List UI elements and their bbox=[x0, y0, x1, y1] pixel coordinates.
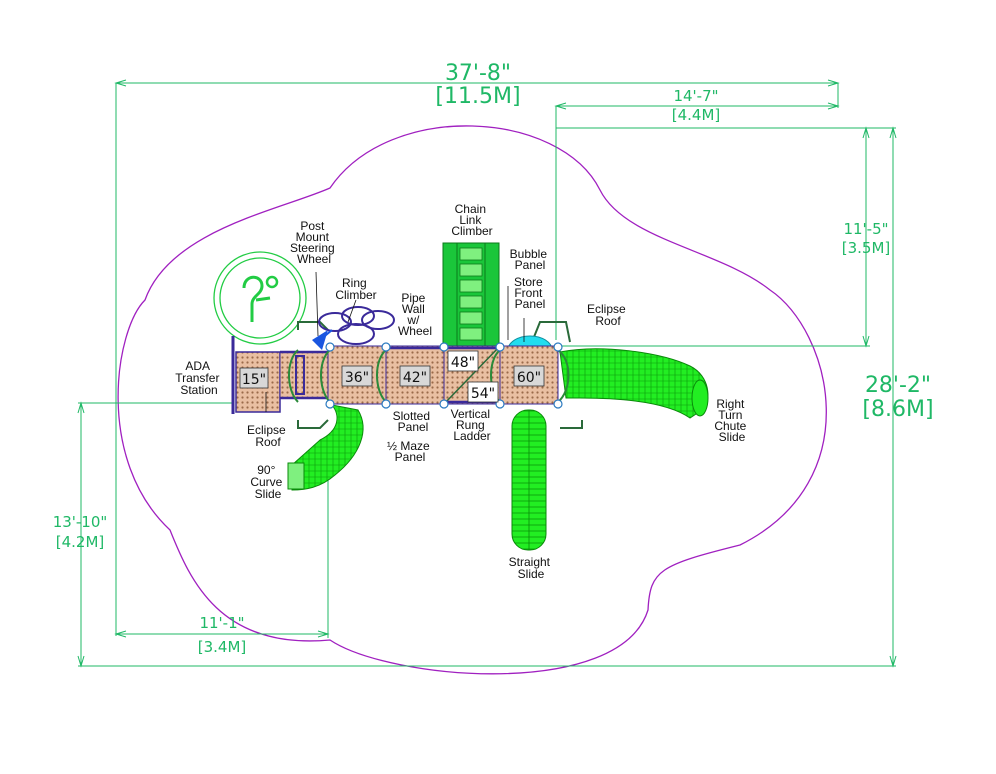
label-ada-transfer: ADA Transfer Station bbox=[175, 359, 223, 397]
label-curve-slide: 90° Curve Slide bbox=[250, 463, 285, 501]
curve-slide bbox=[287, 404, 364, 491]
label-pipe-wall: Pipe Wall w/ Wheel bbox=[398, 291, 432, 338]
label-slotted-panel: Slotted Panel bbox=[393, 409, 434, 434]
leader-lines bbox=[265, 271, 525, 412]
right-turn-slide bbox=[559, 348, 709, 419]
frame-posts bbox=[288, 349, 570, 403]
label-bubble-panel: Bubble Panel bbox=[510, 247, 551, 272]
eclipse-roof-left bbox=[297, 321, 329, 429]
dim-left-offset bbox=[114, 450, 330, 638]
right-height-imperial: 11'-5" bbox=[843, 220, 888, 238]
left-offset-imperial: 11'-1" bbox=[199, 614, 244, 632]
label-maze-panel: ½ Maze Panel bbox=[387, 439, 433, 464]
overall-width-metric: [11.5M] bbox=[435, 84, 520, 109]
dim-right-offset bbox=[554, 102, 840, 340]
ring-climber bbox=[318, 306, 395, 345]
deck-height-42: 42" bbox=[403, 370, 427, 386]
dim-overall-width bbox=[114, 79, 840, 636]
left-height-imperial: 13'-10" bbox=[53, 513, 108, 531]
chain-link-climber bbox=[442, 242, 500, 347]
straight-slide bbox=[511, 409, 547, 551]
deck-height-60: 60" bbox=[517, 370, 541, 386]
label-store-front: Store Front Panel bbox=[514, 275, 546, 311]
overall-depth-metric: [8.6M] bbox=[862, 397, 933, 422]
label-post-mount-wheel: Post Mount Steering Wheel bbox=[290, 219, 338, 266]
deck-height-54: 54" bbox=[471, 386, 495, 402]
steering-wheel bbox=[312, 329, 333, 350]
dim-left-height bbox=[77, 401, 896, 668]
right-offset-imperial: 14'-7" bbox=[673, 87, 718, 105]
deck-height-15: 15" bbox=[242, 372, 266, 388]
overall-depth-imperial: 28'-2" bbox=[865, 373, 931, 398]
label-vertical-ladder: Vertical Rung Ladder bbox=[451, 407, 494, 443]
label-straight-slide: Straight Slide bbox=[509, 555, 554, 581]
posts bbox=[325, 342, 563, 409]
deck-platforms bbox=[235, 345, 559, 413]
use-zone-boundary bbox=[117, 125, 827, 675]
right-height-metric: [3.5M] bbox=[842, 239, 891, 257]
right-offset-metric: [4.4M] bbox=[672, 106, 721, 124]
dim-overall-depth bbox=[838, 126, 897, 668]
label-chain-link: Chain Link Climber bbox=[451, 202, 492, 238]
eclipse-roof-right bbox=[531, 321, 583, 429]
left-height-metric: [4.2M] bbox=[56, 533, 105, 551]
label-ring-climber: Ring Climber bbox=[335, 276, 376, 302]
label-eclipse-roof-left: Eclipse Roof bbox=[247, 423, 289, 449]
deck-height-48: 48" bbox=[451, 355, 475, 371]
overall-width-imperial: 37'-8" bbox=[445, 61, 511, 86]
ada-transfer-frame bbox=[231, 336, 328, 414]
label-right-turn-slide: Right Turn Chute Slide bbox=[714, 397, 749, 444]
accessibility-logo bbox=[213, 251, 307, 345]
label-eclipse-roof-right: Eclipse Roof bbox=[587, 302, 629, 328]
deck-height-36: 36" bbox=[345, 370, 369, 386]
left-offset-metric: [3.4M] bbox=[198, 638, 247, 656]
